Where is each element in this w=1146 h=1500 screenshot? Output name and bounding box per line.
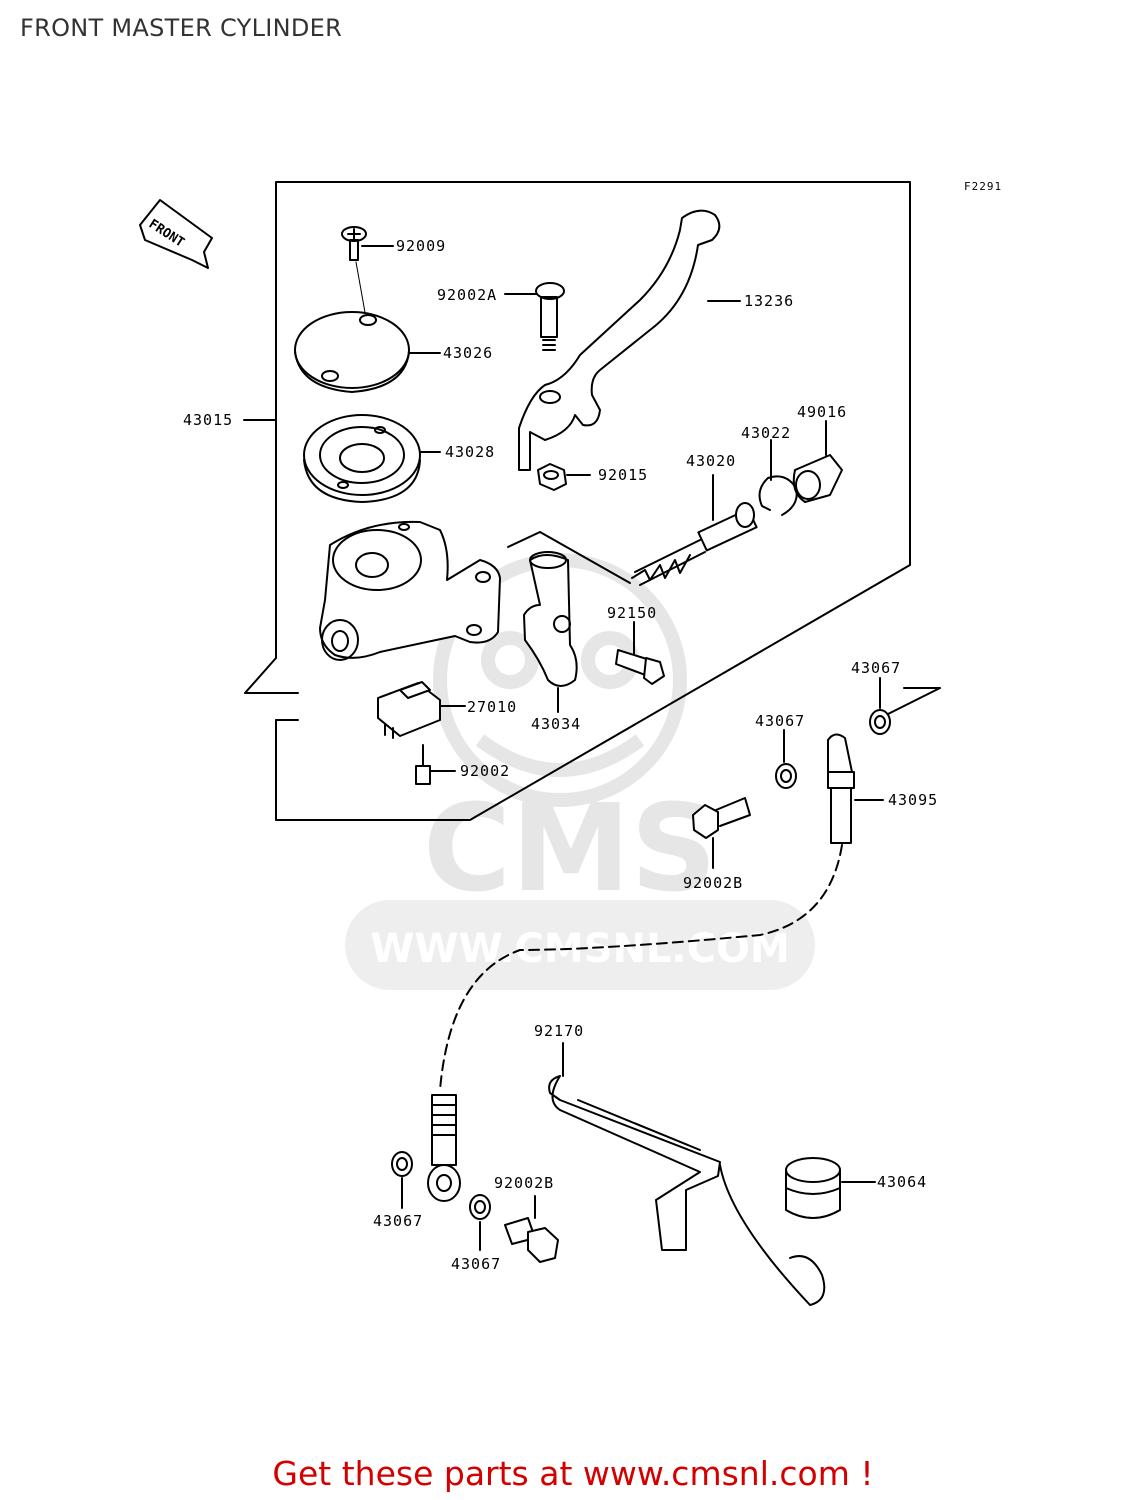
label-43067-a: 43067 [851, 659, 901, 677]
label-92009: 92009 [396, 237, 446, 255]
label-92002B-a: 92002B [683, 874, 743, 892]
part-screw-92009 [341, 226, 394, 319]
part-banjo-bolt-92002B-a [692, 797, 751, 869]
part-washer-43067-c [391, 1151, 413, 1209]
part-grommet-43064 [785, 1157, 876, 1219]
watermark-badge [345, 900, 815, 990]
part-washer-43067-b [775, 729, 797, 789]
label-13236: 13236 [744, 292, 794, 310]
part-hose-43095 [439, 733, 884, 1091]
part-cylinder-body [319, 520, 631, 661]
part-bracket-92170 [548, 1042, 826, 1306]
part-pivot-bolt-92002A [504, 282, 565, 351]
label-43026: 43026 [443, 344, 493, 362]
label-92002: 92002 [460, 762, 510, 780]
part-nut-92015 [537, 463, 591, 491]
part-washer-43067-d [469, 1194, 491, 1251]
part-boot-49016 [792, 420, 843, 503]
label-43020: 43020 [686, 452, 736, 470]
label-43067-d: 43067 [451, 1255, 501, 1273]
label-43022: 43022 [741, 424, 791, 442]
part-lever-13236 [518, 209, 741, 471]
part-bolt-92150 [615, 621, 665, 685]
label-92002B-b: 92002B [494, 1174, 554, 1192]
label-92002A: 92002A [437, 286, 497, 304]
figure-code: F2291 [964, 180, 1002, 193]
label-43067-c: 43067 [373, 1212, 423, 1230]
part-labels: F2291 92009 92002A 13236 43026 43015 430… [183, 180, 1002, 1273]
footer-link[interactable]: Get these parts at www.cmsnl.com ! [272, 1454, 874, 1493]
part-washer-43067-a [869, 677, 941, 735]
watermark-logo: CMS [423, 780, 717, 919]
part-screw-92002 [415, 744, 456, 785]
box-notch [244, 657, 299, 721]
label-49016: 49016 [797, 403, 847, 421]
label-43028: 43028 [445, 443, 495, 461]
page-title: FRONT MASTER CYLINDER [20, 14, 343, 42]
part-piston-43020 [631, 474, 758, 586]
part-diaphragm-43028 [303, 414, 441, 503]
label-92170: 92170 [534, 1022, 584, 1040]
part-circlip-43022 [758, 439, 798, 516]
label-43034: 43034 [531, 715, 581, 733]
part-cap-43026 [294, 311, 441, 393]
label-43067-b: 43067 [755, 712, 805, 730]
part-hose-lower-end [427, 1094, 461, 1202]
label-43064: 43064 [877, 1173, 927, 1191]
part-banjo-bolt-92002B-b [504, 1195, 559, 1263]
label-43015: 43015 [183, 411, 233, 429]
part-clamp-43034 [523, 551, 578, 713]
label-43095: 43095 [888, 791, 938, 809]
label-27010: 27010 [467, 698, 517, 716]
watermark: CMS WWW.CMSNL.COM [345, 553, 815, 990]
label-92015: 92015 [598, 466, 648, 484]
label-92150: 92150 [607, 604, 657, 622]
part-switch-27010 [377, 681, 466, 739]
front-arrow-icon: FRONT [139, 199, 213, 269]
